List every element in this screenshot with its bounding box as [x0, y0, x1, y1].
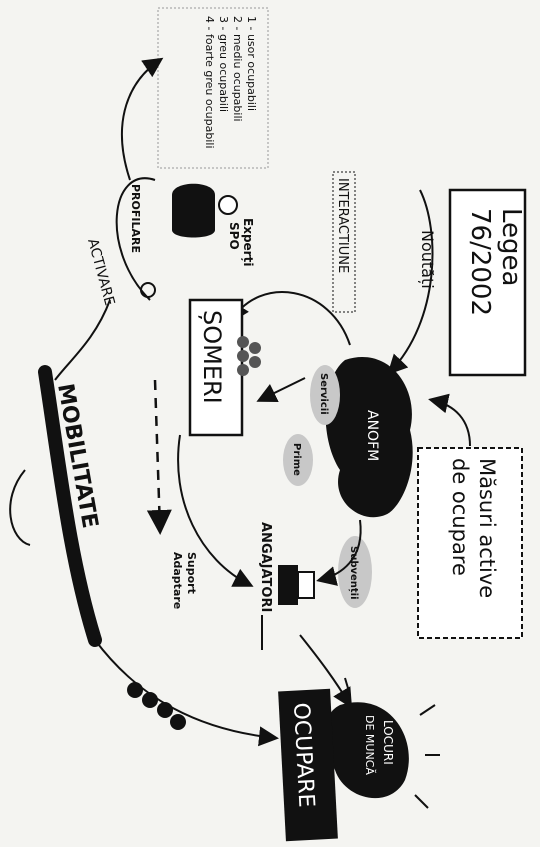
measures-box: Măsuri active de ocupare [417, 447, 523, 639]
profilare-arc [115, 177, 156, 301]
anofm-label: ANOFM [364, 410, 380, 461]
arrow-suport [146, 379, 172, 535]
law-box: Legea 76/2002 [448, 188, 527, 377]
people-group-figure [127, 682, 186, 730]
angajatori-label: ANGAJATORI [258, 522, 273, 612]
prime-label: Prime [291, 443, 302, 476]
locuri-node: LOCURI DE MUNCĂ [324, 677, 440, 809]
legend-item-2: 2 - mediu ocupabili [231, 16, 244, 122]
law-line2: 76/2002 [465, 208, 495, 316]
subventii-bubble: Subvenții [338, 536, 372, 608]
legend-box: 1 - usor ocupabili 2 - mediu ocupabili 3… [157, 7, 269, 169]
someri-box: ȘOMERI [188, 298, 261, 437]
legend-item-4: 4 - foarte greu ocupabili [203, 16, 216, 149]
ocupare-label: OCUPARE [288, 702, 318, 808]
arrow-measures-anofm [428, 393, 471, 447]
experti-figure: Experți SPO [172, 183, 255, 266]
someri-label: ȘOMERI [198, 310, 226, 404]
servicii-bubble: Servicii [310, 365, 340, 425]
law-line1: Legea [496, 208, 526, 286]
arrow-angajatori-locuri [299, 634, 353, 709]
arrow-anofm-angajatori [316, 519, 362, 586]
arrow-servicii-someri [256, 377, 306, 402]
adaptare-label: Adaptare [171, 552, 184, 609]
subventii-label: Subvenții [348, 546, 359, 600]
arrow-mobilitate-ocupare [94, 639, 279, 747]
spo-label: SPO [227, 222, 241, 250]
legend-item-3: 3 - greu ocupabili [217, 16, 230, 112]
mobilitate-node: MOBILITATE [9, 365, 102, 647]
interactiune-box [332, 171, 356, 313]
interactiune-label: INTERACTIUNE [335, 178, 350, 273]
arrow-someri-angajatori [177, 434, 254, 587]
activare-line [54, 299, 111, 381]
experti-label: Experți [241, 218, 255, 266]
measures-line2: de ocupare [448, 458, 472, 576]
servicii-label: Servicii [318, 373, 329, 415]
activare-label: ACTIVARE [84, 237, 117, 307]
locuri-line1: LOCURI [381, 720, 395, 765]
ocupare-box: OCUPARE [278, 688, 338, 842]
profilare-label: PROFILARE [129, 184, 142, 253]
prime-bubble: Prime [283, 434, 313, 486]
arrow-anofm-someri [229, 291, 351, 346]
legend-item-1: 1 - usor ocupabili [245, 16, 258, 111]
arrow-profilare-legend [121, 57, 164, 181]
anofm-node: ANOFM [325, 357, 413, 518]
angajatori-node: ANGAJATORI [258, 522, 315, 650]
arrow-law-anofm [387, 189, 434, 375]
measures-line1: Măsuri active [475, 458, 499, 598]
noutati-label: Noutăți [418, 230, 437, 289]
suport-label: Suport [185, 552, 198, 594]
profilare-node: PROFILARE [115, 177, 156, 301]
locuri-line2: DE MUNCĂ [363, 715, 376, 775]
